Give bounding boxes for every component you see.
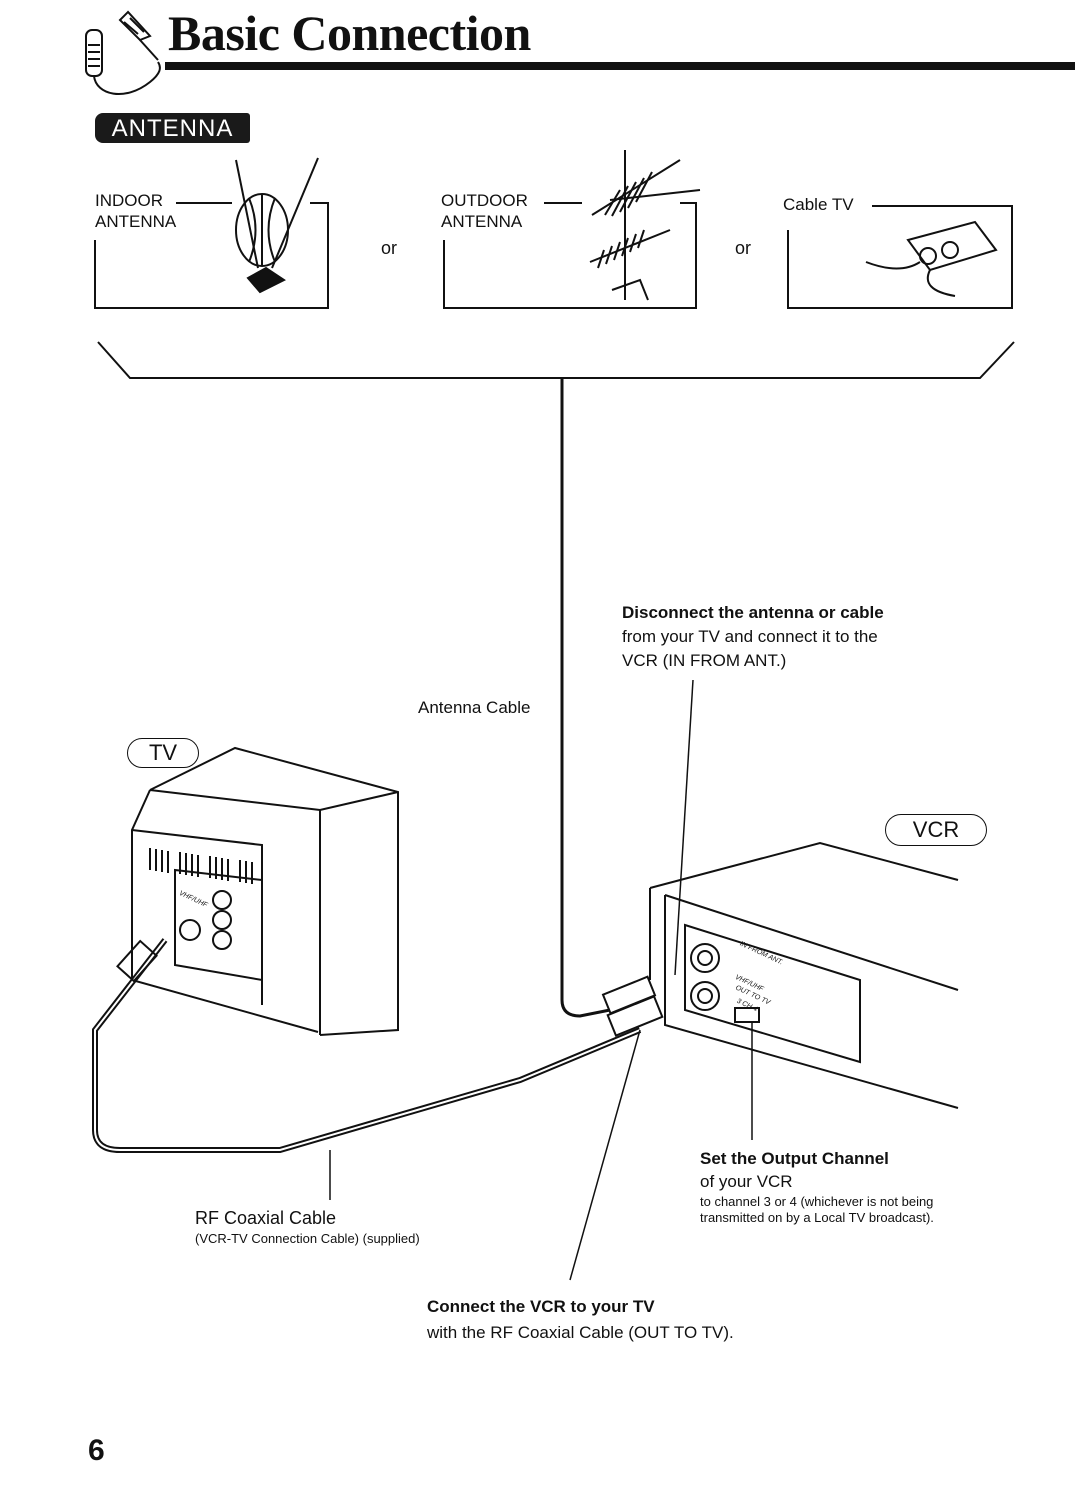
or-separator-1: or <box>381 238 398 258</box>
or-separator-2: or <box>735 238 752 258</box>
outdoor-antenna-label-line2: ANTENNA <box>441 212 523 231</box>
cable-tv-splitter-icon <box>865 220 998 297</box>
disconnect-title: Disconnect the antenna or cable <box>622 603 884 622</box>
tv-illustration <box>131 746 399 1036</box>
output-channel-note1: to channel 3 or 4 (whichever is not bein… <box>700 1194 934 1209</box>
output-channel-note2: transmitted on by a Local TV broadcast). <box>700 1210 934 1225</box>
connector-plug-icon <box>85 10 161 95</box>
disconnect-line2: VCR (IN FROM ANT.) <box>622 651 787 670</box>
page-number: 6 <box>88 1434 105 1467</box>
connect-vcr-title: Connect the VCR to your TV <box>427 1297 655 1316</box>
connect-vcr-annotation: Connect the VCR to your TV with the RF C… <box>427 1297 734 1343</box>
output-channel-annotation: Set the Output Channel of your VCR to ch… <box>700 1149 934 1226</box>
cable-plug-tv <box>116 939 158 983</box>
indoor-antenna-label-line1: INDOOR <box>95 191 163 210</box>
indoor-antenna-icon <box>235 157 319 294</box>
outdoor-antenna-label-line1: OUTDOOR <box>441 191 528 210</box>
outdoor-antenna-icon <box>589 150 701 301</box>
connect-vcr-line1: with the RF Coaxial Cable (OUT TO TV). <box>427 1323 734 1342</box>
title-rule <box>165 62 1075 70</box>
output-channel-line1: of your VCR <box>700 1172 793 1191</box>
output-channel-title: Set the Output Channel <box>700 1149 889 1168</box>
rf-cable-note: (VCR-TV Connection Cable) (supplied) <box>195 1231 420 1246</box>
rf-cable-annotation: RF Coaxial Cable (VCR-TV Connection Cabl… <box>195 1208 420 1247</box>
cable-tv-label: Cable TV <box>783 195 854 214</box>
vcr-illustration <box>649 841 959 1109</box>
outdoor-antenna-label: OUTDOOR ANTENNA <box>441 190 528 232</box>
cable-plug-vcr <box>601 975 664 1037</box>
disconnect-line1: from your TV and connect it to the <box>622 627 878 646</box>
rf-cable-title: RF Coaxial Cable <box>195 1208 337 1228</box>
indoor-antenna-label: INDOOR ANTENNA <box>95 190 176 232</box>
antenna-cable-label: Antenna Cable <box>418 698 531 717</box>
page-title: Basic Connection <box>168 5 531 61</box>
indoor-antenna-label-line2: ANTENNA <box>95 212 177 231</box>
antenna-badge: ANTENNA <box>95 113 250 143</box>
tv-label: TV <box>127 738 199 768</box>
vcr-label: VCR <box>885 814 987 846</box>
disconnect-annotation: Disconnect the antenna or cable from you… <box>622 603 884 671</box>
